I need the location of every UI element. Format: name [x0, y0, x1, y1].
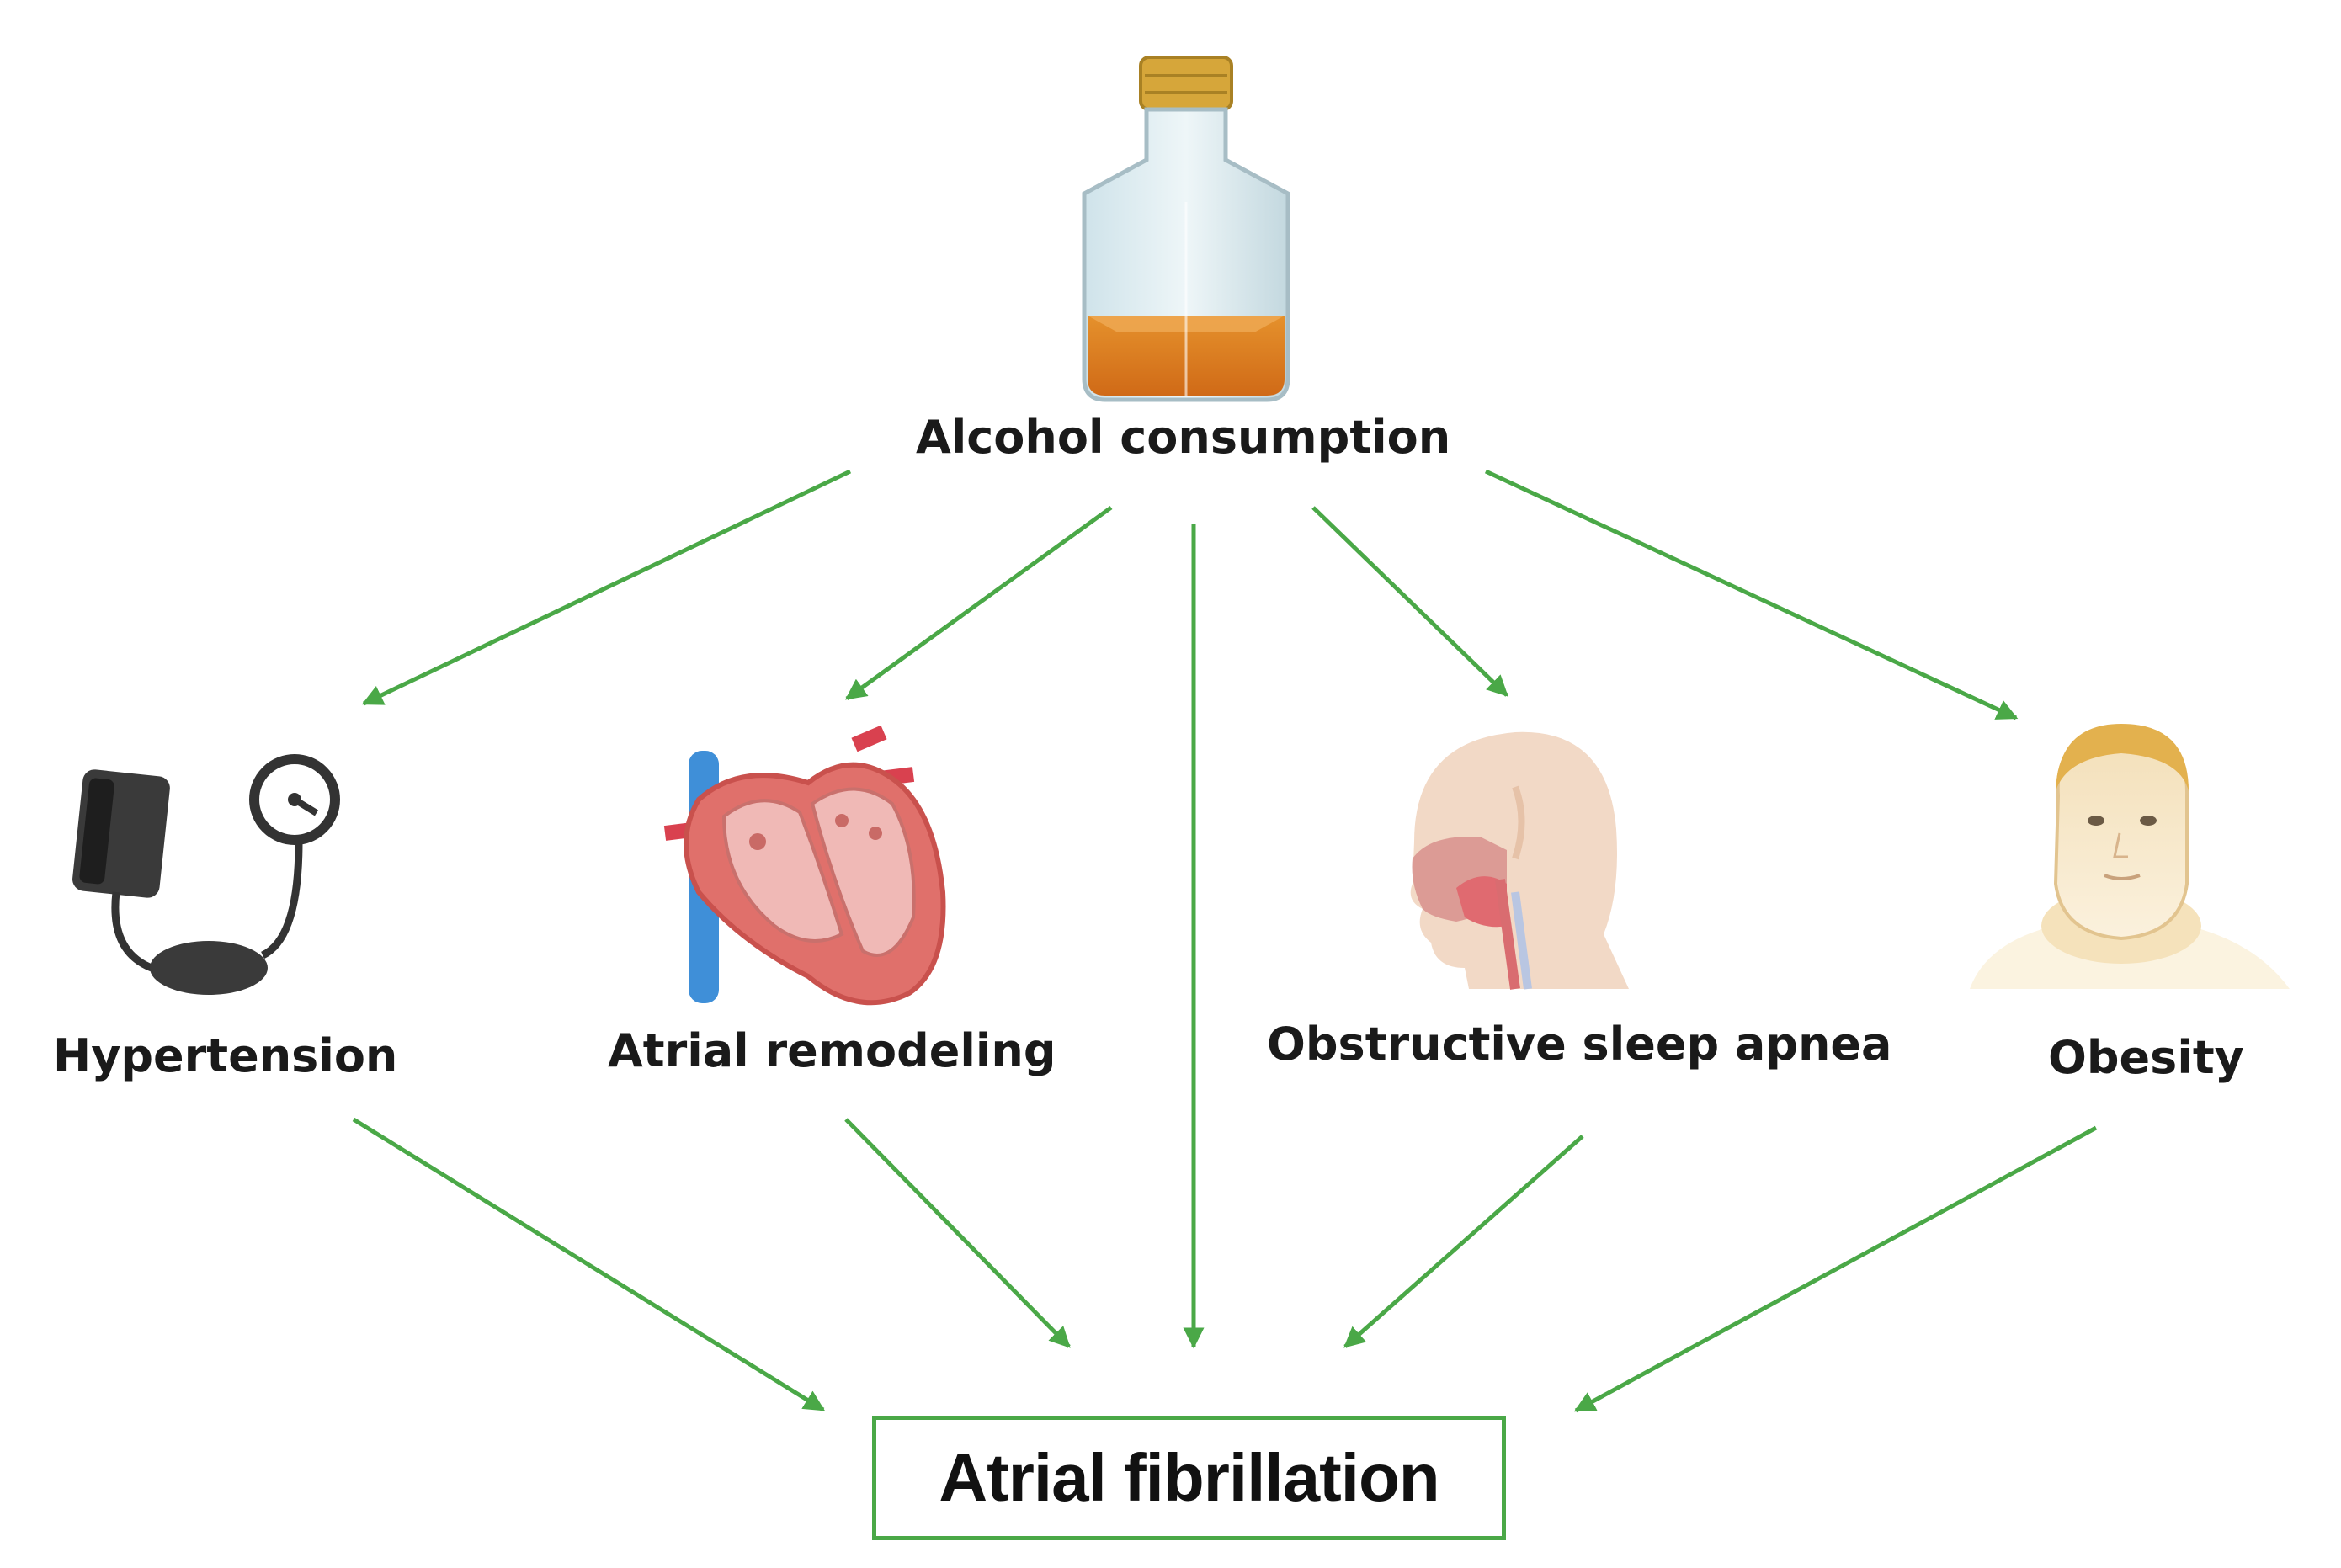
blood-pressure-cuff-icon [72, 754, 340, 995]
label-atrial-fibrillation: Atrial fibrillation [939, 1440, 1439, 1515]
outcome-box: Atrial fibrillation [872, 1416, 1506, 1540]
label-hypertension: Hypertension [53, 1029, 398, 1082]
arrow-alcohol-to-obesity [1484, 469, 2019, 720]
arrow-osa-to-atrial-fibrillation [1343, 1135, 1584, 1348]
label-atrial-remodeling: Atrial remodeling [608, 1024, 1056, 1077]
obese-person-icon [1970, 724, 2290, 989]
label-alcohol-consumption: Alcohol consumption [916, 411, 1451, 464]
arrow-alcohol-to-atrial-remodeling [844, 505, 1113, 701]
arrow-obesity-to-atrial-fibrillation [1573, 1125, 2098, 1413]
arrow-alcohol-to-osa [1311, 506, 1508, 697]
arrow-hypertension-to-atrial-fibrillation [352, 1117, 826, 1412]
bottle-icon [1082, 56, 1290, 402]
label-obesity: Obesity [2048, 1031, 2244, 1084]
arrow-alcohol-to-hypertension [361, 469, 852, 706]
head-airway-icon [1410, 731, 1629, 990]
label-obstructive-sleep-apnea: Obstructive sleep apnea [1267, 1018, 1892, 1071]
heart-icon [663, 725, 946, 1006]
arrows-to-outcome [352, 1117, 2098, 1413]
arrow-atrial-remodeling-to-atrial-fibrillation [844, 1118, 1071, 1348]
arrows-from-source [361, 469, 2019, 1349]
